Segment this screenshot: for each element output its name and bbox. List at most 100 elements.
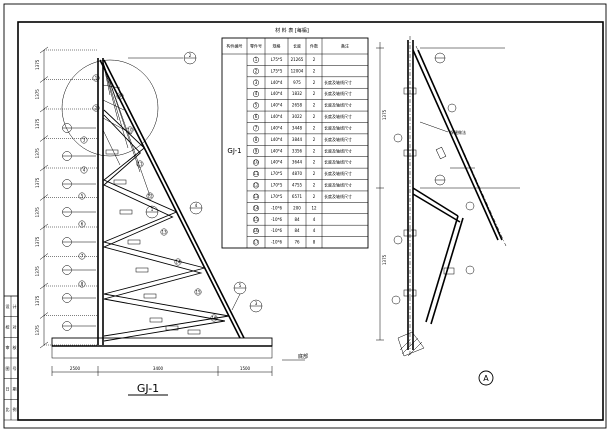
table-cell: 2 bbox=[313, 91, 316, 96]
detail-marker: A bbox=[483, 374, 489, 383]
table-cell: L75*5 bbox=[271, 68, 283, 73]
table-cell: 4 bbox=[313, 217, 316, 222]
table-part-number: 7 bbox=[255, 125, 258, 130]
table-cell: L70*5 bbox=[271, 171, 283, 176]
table-part-number: 8 bbox=[255, 137, 258, 142]
table-cell: -10*6 bbox=[271, 228, 283, 233]
left-dim-label: 1375 bbox=[35, 59, 40, 70]
table-cell: L70*5 bbox=[271, 194, 283, 199]
svg-text:3: 3 bbox=[255, 301, 258, 306]
callout-circle bbox=[146, 192, 154, 200]
table-cell: 长度及轴线尺寸 bbox=[324, 159, 352, 165]
table-header-cell: 长度 bbox=[293, 43, 301, 49]
left-dim-label: 1375 bbox=[35, 295, 40, 306]
table-part-number: 2 bbox=[255, 68, 258, 73]
callout-number: 6 bbox=[81, 221, 84, 226]
table-cell: L40*4 bbox=[271, 125, 283, 130]
callout-number: 15 bbox=[195, 289, 201, 294]
table-cell: L40*4 bbox=[271, 160, 283, 165]
table-cell: 长度及轴线尺寸 bbox=[324, 102, 352, 108]
table-cell: 84 bbox=[294, 228, 300, 233]
title-block-cell: 校 bbox=[6, 324, 10, 330]
ground-label: 底部 bbox=[282, 353, 308, 361]
title-block-cell: 设 bbox=[6, 303, 10, 309]
table-cell: 3844 bbox=[292, 137, 303, 142]
table-header-cell: 备注 bbox=[341, 43, 349, 49]
table-cell: 长度及轴线尺寸 bbox=[324, 193, 352, 199]
table-cell: 21265 bbox=[291, 57, 304, 62]
left-dim-label: 1375 bbox=[35, 118, 40, 129]
callout-number: 8 bbox=[81, 281, 84, 286]
table-cell: 2658 bbox=[292, 103, 303, 108]
table-cell: 4870 bbox=[292, 171, 303, 176]
table-cell: 4755 bbox=[292, 183, 303, 188]
callout-number: 1 bbox=[95, 75, 98, 80]
callout-circle bbox=[80, 166, 88, 174]
table-header-cell: 件数 bbox=[310, 43, 318, 49]
table-cell: 长度及轴线尺寸 bbox=[324, 170, 352, 176]
detail-weld-note: 焊缝做法 bbox=[450, 129, 466, 135]
table-part-number: 15 bbox=[253, 217, 259, 222]
bottom-dim-2: 3400 bbox=[153, 366, 164, 371]
table-cell: L40*4 bbox=[271, 80, 283, 85]
callout-circle bbox=[210, 314, 218, 322]
top-callout: 2 bbox=[128, 51, 197, 65]
right-dim-2: 1375 bbox=[382, 254, 387, 265]
left-dim-label: 1375 bbox=[35, 177, 40, 188]
table-cell: 长度及轴线尺寸 bbox=[324, 79, 352, 85]
callout-circle bbox=[126, 126, 134, 134]
table-cell: 长度及轴线尺寸 bbox=[324, 182, 352, 188]
table-cell: L70*5 bbox=[271, 183, 283, 188]
table-cell: 3448 bbox=[292, 125, 303, 130]
bottom-dimensions: 2500 3400 1500 bbox=[51, 366, 273, 376]
drawing-frame bbox=[17, 21, 604, 421]
table-cell: -10*6 bbox=[271, 240, 283, 245]
table-cell: -10*6 bbox=[271, 217, 283, 222]
main-label: GJ-1 bbox=[137, 382, 159, 395]
table-cell: 长度及轴线尺寸 bbox=[324, 136, 352, 142]
table-cell: 2 bbox=[313, 125, 316, 130]
title-block-cell: 例 bbox=[13, 406, 17, 412]
title-block-cell: 计 bbox=[13, 303, 17, 309]
table-part-number: 4 bbox=[255, 91, 258, 96]
callout-circle bbox=[80, 136, 88, 144]
title-block-cell: 日 bbox=[6, 387, 10, 392]
title-block: 设计校对审核图号日期比例 bbox=[4, 295, 18, 421]
table-cell: 2 bbox=[313, 57, 316, 62]
callout-number: 12 bbox=[147, 193, 153, 198]
left-dim-label: 1375 bbox=[35, 266, 40, 277]
table-cell: 6571 bbox=[292, 194, 303, 199]
callout-circle bbox=[78, 280, 86, 288]
table-cell: 200 bbox=[293, 205, 301, 210]
table-part-number: 3 bbox=[255, 80, 258, 85]
table-part-number: 14 bbox=[253, 205, 259, 210]
table-header-cell: 规格 bbox=[273, 43, 281, 49]
table-part-number: 5 bbox=[255, 103, 258, 108]
right-dim-1: 1375 bbox=[382, 109, 387, 120]
callout-circle bbox=[136, 160, 144, 168]
callout-circle bbox=[92, 104, 100, 112]
table-cell: 4 bbox=[313, 228, 316, 233]
level-markers bbox=[62, 123, 96, 331]
table-title: 材 料 表 [每榀] bbox=[275, 27, 309, 34]
table-part-number: 16 bbox=[253, 228, 259, 233]
svg-text:2: 2 bbox=[189, 53, 192, 58]
ground-label-text: 底部 bbox=[298, 353, 308, 360]
table-cell: 2 bbox=[313, 137, 316, 142]
table-cell: 975 bbox=[293, 80, 301, 85]
table-cell: L40*4 bbox=[271, 114, 283, 119]
table-cell: 长度及轴线尺寸 bbox=[324, 147, 352, 153]
table-cell: 2 bbox=[313, 68, 316, 73]
callout-circle bbox=[78, 220, 86, 228]
table-cell: 12004 bbox=[291, 68, 304, 73]
table-part-number: 10 bbox=[253, 160, 259, 165]
callout-circle bbox=[78, 192, 86, 200]
left-dim-label: 1375 bbox=[35, 148, 40, 159]
left-dim-label: 1375 bbox=[35, 207, 40, 218]
table-part-number: 12 bbox=[253, 183, 259, 188]
callout-circle bbox=[78, 252, 86, 260]
table-part-number: 9 bbox=[255, 148, 258, 153]
callout-circle bbox=[174, 258, 182, 266]
